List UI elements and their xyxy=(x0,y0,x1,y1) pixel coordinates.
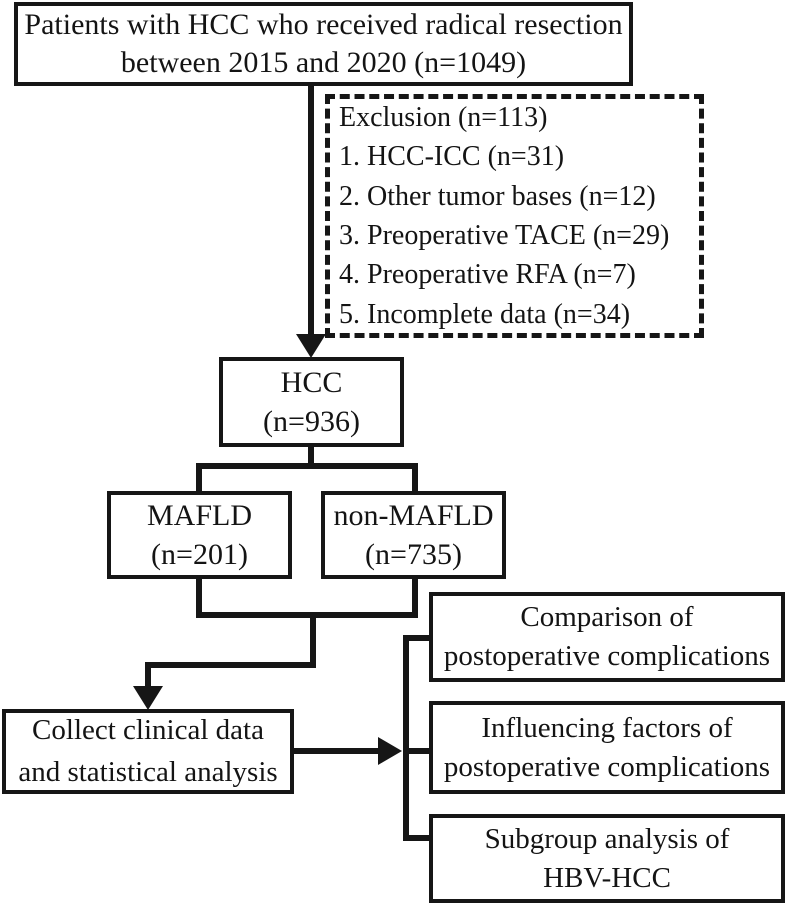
arrowhead-to-collect xyxy=(133,686,163,710)
exclusion-item-4: 4. Preoperative RFA (n=7) xyxy=(339,259,636,291)
connector-hcc-split-bar xyxy=(196,463,418,469)
node-subgroup-analysis: Subgroup analysis of HBV-HCC xyxy=(429,814,785,903)
connector-trunk-to-subgroup xyxy=(403,835,433,841)
node-mafld: MAFLD (n=201) xyxy=(107,491,292,579)
collect-line-2: and statistical analysis xyxy=(18,755,278,788)
comparison-line-2: postoperative complications xyxy=(443,640,771,672)
connector-merge-bar xyxy=(196,612,418,618)
enrollment-line-1: Patients with HCC who received radical r… xyxy=(24,8,623,42)
connector-split-to-non-mafld xyxy=(412,463,418,493)
exclusion-heading: Exclusion (n=113) xyxy=(339,101,548,133)
connector-collect-to-trunk xyxy=(293,748,385,754)
connector-right-trunk xyxy=(403,635,409,841)
node-comparison: Comparison of postoperative complication… xyxy=(429,592,785,682)
connector-hcc-stub xyxy=(308,447,314,466)
connector-trunk-to-comparison xyxy=(403,635,433,641)
non-mafld-count: (n=735) xyxy=(365,538,462,571)
exclusion-item-5: 5. Incomplete data (n=34) xyxy=(339,298,631,330)
comparison-line-1: Comparison of xyxy=(520,601,694,634)
node-influencing-factors: Influencing factors of postoperative com… xyxy=(429,701,785,794)
node-non-mafld: non-MAFLD (n=735) xyxy=(321,491,506,579)
arrowhead-collect-to-trunk xyxy=(378,737,402,765)
connector-enrollment-to-hcc xyxy=(308,86,314,338)
node-exclusion: Exclusion (n=113) 1. HCC-ICC (n=31) 2. O… xyxy=(325,94,704,338)
node-hcc: HCC (n=936) xyxy=(219,357,404,447)
influencing-line-2: postoperative complications xyxy=(443,750,771,783)
exclusion-item-3: 3. Preoperative TACE (n=29) xyxy=(339,220,670,251)
mafld-label: MAFLD xyxy=(146,499,252,532)
subgroup-line-2: HBV-HCC xyxy=(543,861,671,894)
connector-merge-down xyxy=(310,612,316,668)
collect-line-1: Collect clinical data xyxy=(32,714,264,747)
enrollment-line-2: between 2015 and 2020 (n=1049) xyxy=(120,46,527,79)
connector-mafld-stub xyxy=(196,578,202,618)
connector-merge-jog-left xyxy=(145,662,316,668)
node-collect-clinical-data: Collect clinical data and statistical an… xyxy=(2,709,294,794)
exclusion-item-1: 1. HCC-ICC (n=31) xyxy=(339,141,565,173)
subgroup-line-1: Subgroup analysis of xyxy=(484,822,730,855)
hcc-label: HCC xyxy=(280,366,343,399)
hcc-count: (n=936) xyxy=(263,405,360,438)
exclusion-item-2: 2. Other tumor bases (n=12) xyxy=(339,180,656,212)
arrowhead-enrollment-to-hcc xyxy=(296,334,326,358)
connector-trunk-to-influencing xyxy=(403,748,433,754)
connector-to-collect xyxy=(145,662,151,690)
connector-split-to-mafld xyxy=(196,463,202,493)
mafld-count: (n=201) xyxy=(151,538,248,571)
node-enrollment: Patients with HCC who received radical r… xyxy=(14,2,633,86)
connector-non-mafld-stub xyxy=(412,578,418,618)
non-mafld-label: non-MAFLD xyxy=(333,499,494,532)
influencing-line-1: Influencing factors of xyxy=(481,711,733,744)
